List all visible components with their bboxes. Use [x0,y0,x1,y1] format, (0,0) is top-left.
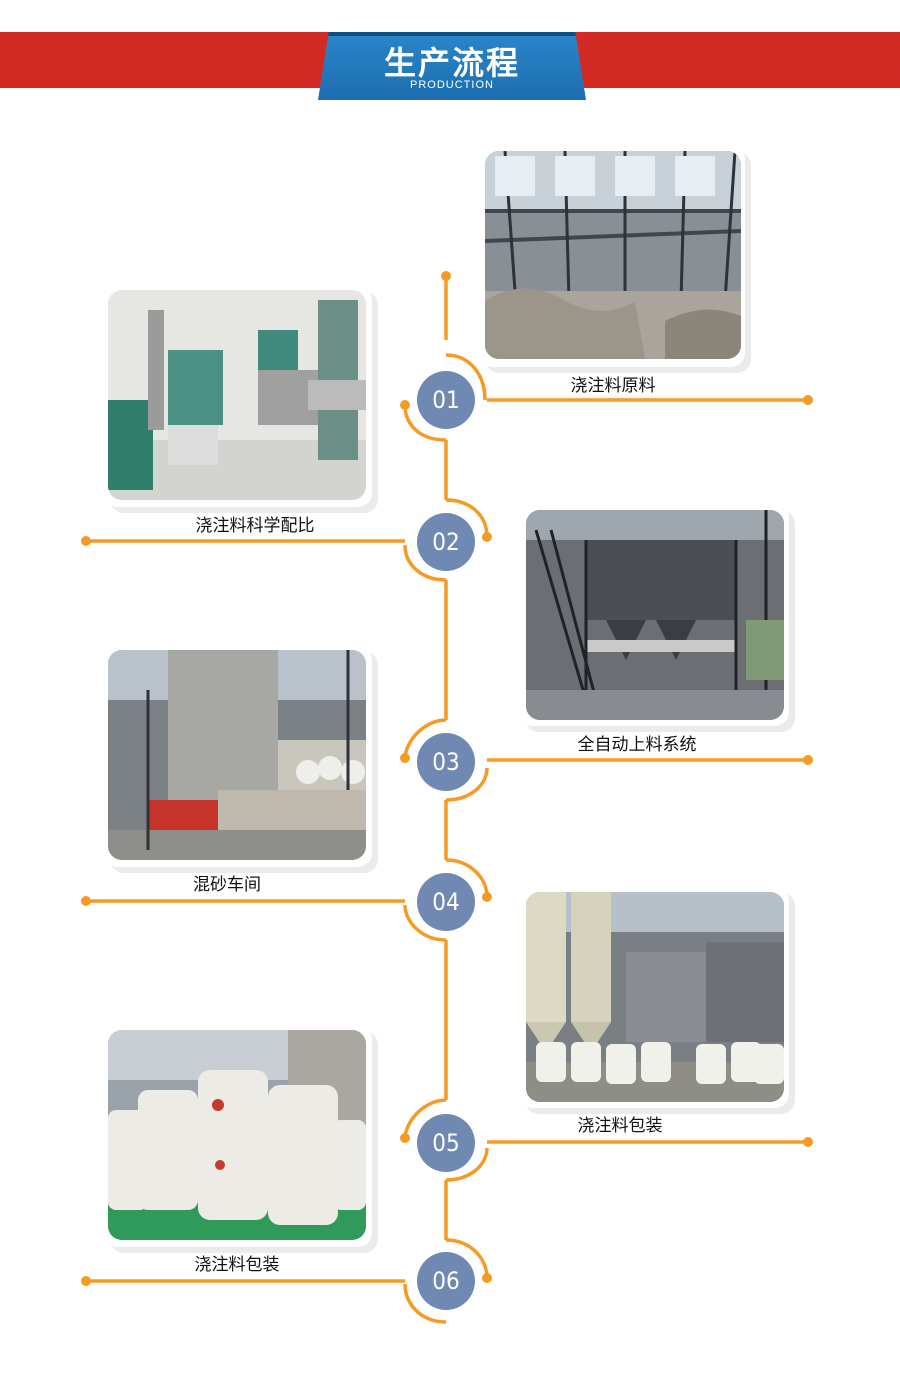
photo-card-bulk-bags [104,1025,372,1247]
step-number-01: 01 [417,371,475,429]
step-caption-05: 浇注料包装 [577,1116,663,1136]
step-caption-03: 全自动上料系统 [577,735,697,755]
step-number-05: 05 [417,1114,475,1172]
section-title: 生产流程 [383,44,520,82]
photo-card-packing-silos [519,886,789,1108]
step-caption-04: 混砂车间 [193,875,261,895]
step-number-03: 03 [417,733,475,791]
title-plate: 生产流程 PRODUCTION [318,32,586,100]
step-number-04: 04 [417,873,475,931]
step-caption-06: 浇注料包装 [194,1255,280,1275]
warehouse-photo [485,151,741,359]
step-caption-02: 浇注料科学配比 [195,516,315,536]
photo-card-raw-materials [479,145,745,367]
photo-card-mixing-workshop [104,645,372,867]
photo-card-lab [104,285,372,507]
step-number-06: 06 [417,1252,475,1310]
feeding-system-photo [526,510,784,720]
packing-silos-photo [526,892,784,1102]
lab-photo [108,290,366,500]
mixing-workshop-photo [108,650,366,860]
bulk-bags-photo [108,1030,366,1240]
step-caption-01: 浇注料原料 [570,376,656,396]
step-number-02: 02 [417,513,475,571]
section-subtitle: PRODUCTION [410,79,494,91]
photo-card-feeding-system [519,504,789,726]
